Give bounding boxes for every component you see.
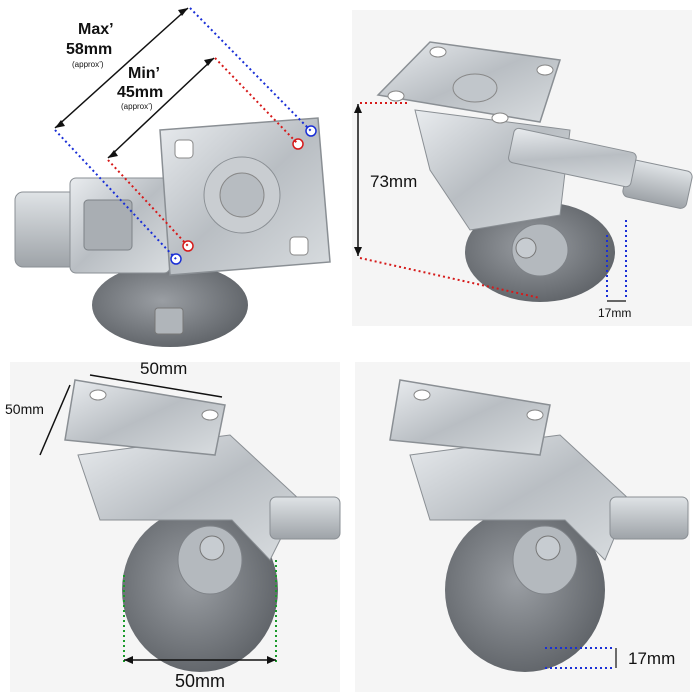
top-plate [64,379,226,456]
mount-hole [387,90,405,102]
panel-front-view-right [355,362,690,692]
mount-hole [413,389,431,401]
max-value: 58mm [66,41,113,58]
mount-hole [174,139,194,159]
axle-nut [535,535,561,561]
wheel-hub [511,223,569,277]
wheel-width-label-bottom: 17mm [628,649,676,668]
wheel-diameter-label: 50mm [175,671,226,691]
hole-marker-blue [305,125,317,137]
height-guide-bottom [359,257,541,299]
brake-arm [508,127,637,188]
brake-pedal [609,496,689,540]
max-approx-note: (approx’) [72,60,104,69]
plate-depth-label: 50mm [5,401,44,417]
panel-front-view-left [10,362,341,692]
axle-nut [515,237,537,259]
brake-pedal [269,496,341,540]
mount-hole [536,64,554,76]
wheel-width-label-top: 17mm [598,306,632,320]
fork [77,434,301,561]
brake-slot [83,199,133,251]
mount-hole [89,389,107,401]
mount-hole [289,236,309,256]
plate-width-label: 50mm [140,359,188,378]
panel-side-view [352,10,693,326]
mount-hole [491,112,509,124]
brake-pedal [14,191,78,268]
fork [409,434,631,561]
min-label: Min’ [128,65,160,82]
hole-marker-red [182,240,194,252]
max-guide-right [189,7,312,132]
kingpin [452,73,498,103]
plate-width-arrow [89,374,223,398]
max-arrow [54,7,189,129]
plate-depth-arrow [39,384,71,456]
kingpin [219,172,265,218]
min-approx-note: (approx’) [121,102,153,111]
top-plate [389,379,551,456]
panel-top-view [14,7,331,347]
mount-hole [526,409,544,421]
max-label: Max’ [78,21,114,38]
height-label: 73mm [370,172,418,191]
axle-nut [154,307,184,335]
mount-hole [429,46,447,58]
min-arrow [107,57,215,159]
axle-nut [199,535,225,561]
min-value: 45mm [117,84,164,101]
mount-hole [201,409,219,421]
wheel-under [92,263,248,347]
